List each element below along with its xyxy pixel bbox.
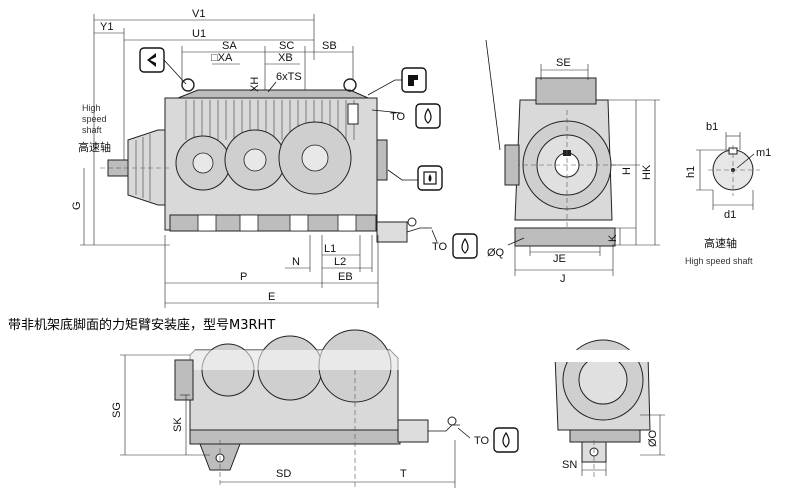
label-j: J: [560, 273, 566, 285]
label-to-3: TO: [474, 435, 490, 447]
label-sa: SA: [222, 40, 237, 52]
shaft-detail-cn: 高速轴: [704, 236, 737, 250]
label-sg: SG: [111, 402, 123, 418]
drain-symbol-1: [415, 103, 441, 129]
side-top: [535, 77, 597, 105]
label-m1: m1: [756, 147, 771, 159]
shaft-detail-en: High speed shaft: [685, 256, 753, 266]
label-h: H: [621, 167, 633, 175]
high-speed-en-1: High: [82, 103, 101, 113]
label-e: E: [268, 291, 275, 303]
label-se: SE: [556, 57, 571, 69]
label-xa: □XA: [211, 52, 233, 64]
label-to-1: TO: [390, 111, 406, 123]
side-view: [485, 39, 660, 276]
label-y1: Y1: [100, 21, 113, 33]
label-oq: ØQ: [487, 247, 505, 259]
label-n: N: [292, 256, 300, 268]
drain-symbol-2: [452, 233, 478, 259]
input-bearing-housing: [127, 129, 166, 206]
label-sn: SN: [562, 459, 577, 471]
high-speed-en-2: speed: [82, 114, 107, 124]
label-b1: b1: [706, 121, 718, 133]
label-g: G: [71, 201, 83, 210]
label-d1: d1: [724, 209, 736, 221]
label-u1: U1: [192, 28, 206, 40]
oil-fill-symbol: [401, 67, 427, 93]
high-speed-en-3: shaft: [82, 125, 102, 135]
label-eb: EB: [338, 271, 353, 283]
shaft-detail: [696, 132, 760, 210]
bottom-base: [189, 429, 401, 445]
bottom-side-view: [553, 339, 665, 480]
side-base: [514, 227, 616, 247]
front-base: [169, 214, 377, 232]
front-dimensions: [80, 14, 379, 308]
label-t: T: [400, 468, 407, 480]
high-speed-cn: 高速轴: [78, 140, 111, 154]
label-sc: SC: [279, 40, 294, 52]
front-cooling-fins: [185, 100, 355, 140]
label-p: P: [240, 271, 247, 283]
label-je: JE: [553, 253, 566, 265]
label-sb: SB: [322, 40, 337, 52]
drain-symbol-3: [493, 427, 519, 453]
label-sd: SD: [276, 468, 291, 480]
front-view: [100, 78, 438, 243]
front-top-cover: [177, 89, 369, 99]
bottom-front-view: [120, 329, 471, 488]
bottom-side-base: [569, 429, 641, 443]
label-l2: L2: [334, 256, 346, 268]
label-h1: h1: [685, 166, 697, 178]
label-hk: HK: [641, 164, 653, 180]
label-v1: V1: [192, 8, 205, 20]
label-xh: XH: [249, 77, 261, 92]
label-sk: SK: [172, 417, 184, 432]
label-ts: 6xTS: [276, 71, 302, 83]
lifting-eye-right: [343, 78, 357, 92]
oil-level-symbol-front: [417, 165, 443, 191]
top-arrow-symbol: [139, 47, 187, 85]
label-xb: XB: [278, 52, 293, 64]
label-oo: ØO: [647, 429, 659, 447]
caption: 带非机架底脚面的力矩臂安装座，型号M3RHT: [8, 317, 275, 333]
label-k: K: [607, 234, 619, 242]
label-to-2: TO: [432, 241, 448, 253]
lifting-eye-left: [181, 78, 195, 92]
label-l1: L1: [324, 243, 336, 255]
